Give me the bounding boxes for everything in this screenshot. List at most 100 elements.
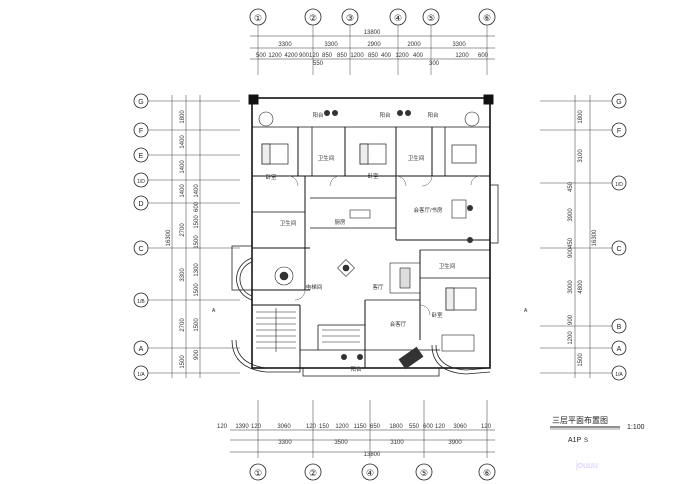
- row-axes-left: [133, 93, 149, 381]
- watermark: jouuu: [575, 460, 598, 470]
- dim-bottom-minor-15: 120: [481, 424, 492, 430]
- dim-left-11: 1300: [194, 263, 200, 277]
- furniture-beds: [261, 143, 477, 311]
- axis-label-left-C: C: [138, 246, 143, 253]
- dim-right-11: 1500: [578, 353, 584, 367]
- chairs: [324, 110, 473, 360]
- axis-label-bottom-6: ⑥: [483, 468, 491, 478]
- dim-top-minor-10: 400: [381, 53, 392, 59]
- axis-label-top-6: ⑥: [483, 13, 491, 23]
- room-elevator: 电梯间: [306, 283, 323, 291]
- room-bedroom-1: 卧室: [265, 173, 277, 181]
- dim-left-2: 1400: [180, 135, 186, 149]
- dim-right-total: 16300: [592, 229, 598, 246]
- axis-label-bottom-5: ⑤: [420, 468, 428, 478]
- axis-label-right-F: F: [617, 128, 621, 135]
- building-walls: [248, 94, 494, 369]
- room-balcony-top-2: 阳台: [379, 111, 391, 119]
- spiral-stair: [398, 346, 424, 370]
- row-axes-right: [611, 93, 627, 381]
- dim-right-10: 1200: [568, 331, 574, 345]
- title-block: 三层平面布置图 1:100 A1P S jouuu: [550, 415, 645, 470]
- dim-bottom-minor-11: 550: [409, 424, 420, 430]
- drawing-scale: 1:100: [627, 424, 645, 431]
- dim-top-minor-8: 1200: [350, 53, 364, 59]
- dim-bottom-minor-12: 600: [423, 424, 434, 430]
- room-reception: 会客厅/书房: [413, 206, 443, 214]
- dim-top-major-1: 3300: [278, 42, 292, 48]
- dim-top-major-3: 2900: [367, 42, 381, 48]
- svg-text:A: A: [524, 308, 528, 314]
- dim-top-major-2: 3300: [324, 42, 338, 48]
- axis-label-left-E: E: [139, 153, 144, 160]
- room-bedroom-3: 卧室: [431, 311, 443, 319]
- dim-right-1: 1800: [578, 110, 584, 124]
- room-balcony-top-3: 阳台: [427, 111, 439, 119]
- axis-label-right-A: A: [617, 346, 622, 353]
- dim-top-minor-4: 900: [299, 53, 310, 59]
- section-markers: A A: [212, 308, 528, 314]
- dim-bottom-total: 13800: [364, 452, 381, 458]
- dim-top-minor-1: 500: [256, 53, 267, 59]
- svg-text:A: A: [212, 308, 216, 314]
- axis-label-bottom-1: ①: [254, 468, 262, 478]
- dim-left-16: 1500: [180, 355, 186, 369]
- dim-top-total: 13800: [364, 30, 381, 36]
- axis-label-right-1D: 1/D: [615, 182, 623, 188]
- dim-right-6: 450: [568, 237, 574, 248]
- dim-right-9: 900: [568, 314, 574, 325]
- dim-bottom-major-2: 3500: [334, 440, 348, 446]
- dim-left-13: 2700: [180, 318, 186, 332]
- dim-bottom-minor-10: 1800: [389, 424, 403, 430]
- dim-bottom-minor-7: 1200: [335, 424, 349, 430]
- axis-label-left-A: A: [139, 346, 144, 353]
- dim-bottom-major-1: 3300: [278, 440, 292, 446]
- dim-top-minor-9: 850: [368, 53, 379, 59]
- dim-bottom-minor-13: 120: [435, 424, 446, 430]
- dim-top-sub-2: 300: [429, 61, 440, 67]
- room-bathroom-4: 卫生间: [439, 262, 456, 270]
- axis-label-left-1A: 1/A: [137, 372, 145, 378]
- room-hall: 会客厅: [390, 320, 407, 328]
- right-dimensions: [574, 95, 591, 378]
- drawing-title: 三层平面布置图: [552, 415, 608, 425]
- dim-right-2: 3100: [578, 149, 584, 163]
- dim-right-8: 4800: [578, 280, 584, 294]
- dim-top-minor-2: 1200: [268, 53, 282, 59]
- dim-top-minor-3: 4200: [284, 53, 298, 59]
- dim-left-6: 600: [194, 201, 200, 212]
- room-bathroom-1: 卫生间: [318, 154, 335, 162]
- dim-left-15: 900: [194, 349, 200, 360]
- axis-label-top-3: ③: [346, 13, 354, 23]
- axis-label-top-5: ⑤: [427, 13, 435, 23]
- dim-bottom-major-4: 3900: [448, 440, 462, 446]
- dim-top-minor-12: 400: [413, 53, 424, 59]
- room-balcony-bottom: 阳台: [350, 365, 362, 373]
- door-swings: [288, 175, 481, 316]
- bay-windows: [231, 184, 499, 377]
- dim-left-10: 3300: [180, 268, 186, 282]
- axis-label-right-1A: 1/A: [615, 372, 623, 378]
- axis-label-top-1: ①: [254, 13, 262, 23]
- dim-bottom-minor-1: 120: [217, 424, 228, 430]
- room-bathroom-3: 卫生间: [280, 219, 297, 227]
- axis-label-right-C: C: [616, 246, 621, 253]
- dim-right-4: 3900: [568, 208, 574, 222]
- axis-label-top-2: ②: [309, 13, 317, 23]
- dim-left-7: 1500: [194, 215, 200, 229]
- axis-label-top-4: ④: [394, 13, 402, 23]
- room-living: 客厅: [372, 283, 384, 291]
- dim-top-major-4: 2000: [407, 42, 421, 48]
- dim-bottom-minor-9: 650: [370, 424, 381, 430]
- dim-right-7: 3000: [568, 280, 574, 294]
- dim-top-minor-11: 1200: [395, 53, 409, 59]
- dim-left-3: 1400: [180, 160, 186, 174]
- dim-bottom-minor-4: 3060: [277, 424, 291, 430]
- furniture-tables: [258, 111, 480, 352]
- dim-left-14: 1500: [194, 318, 200, 332]
- axis-label-bottom-2: ②: [309, 468, 317, 478]
- bottom-dimensions: [230, 400, 495, 458]
- axis-label-left-F: F: [139, 128, 143, 135]
- dim-left-9: 1500: [194, 235, 200, 249]
